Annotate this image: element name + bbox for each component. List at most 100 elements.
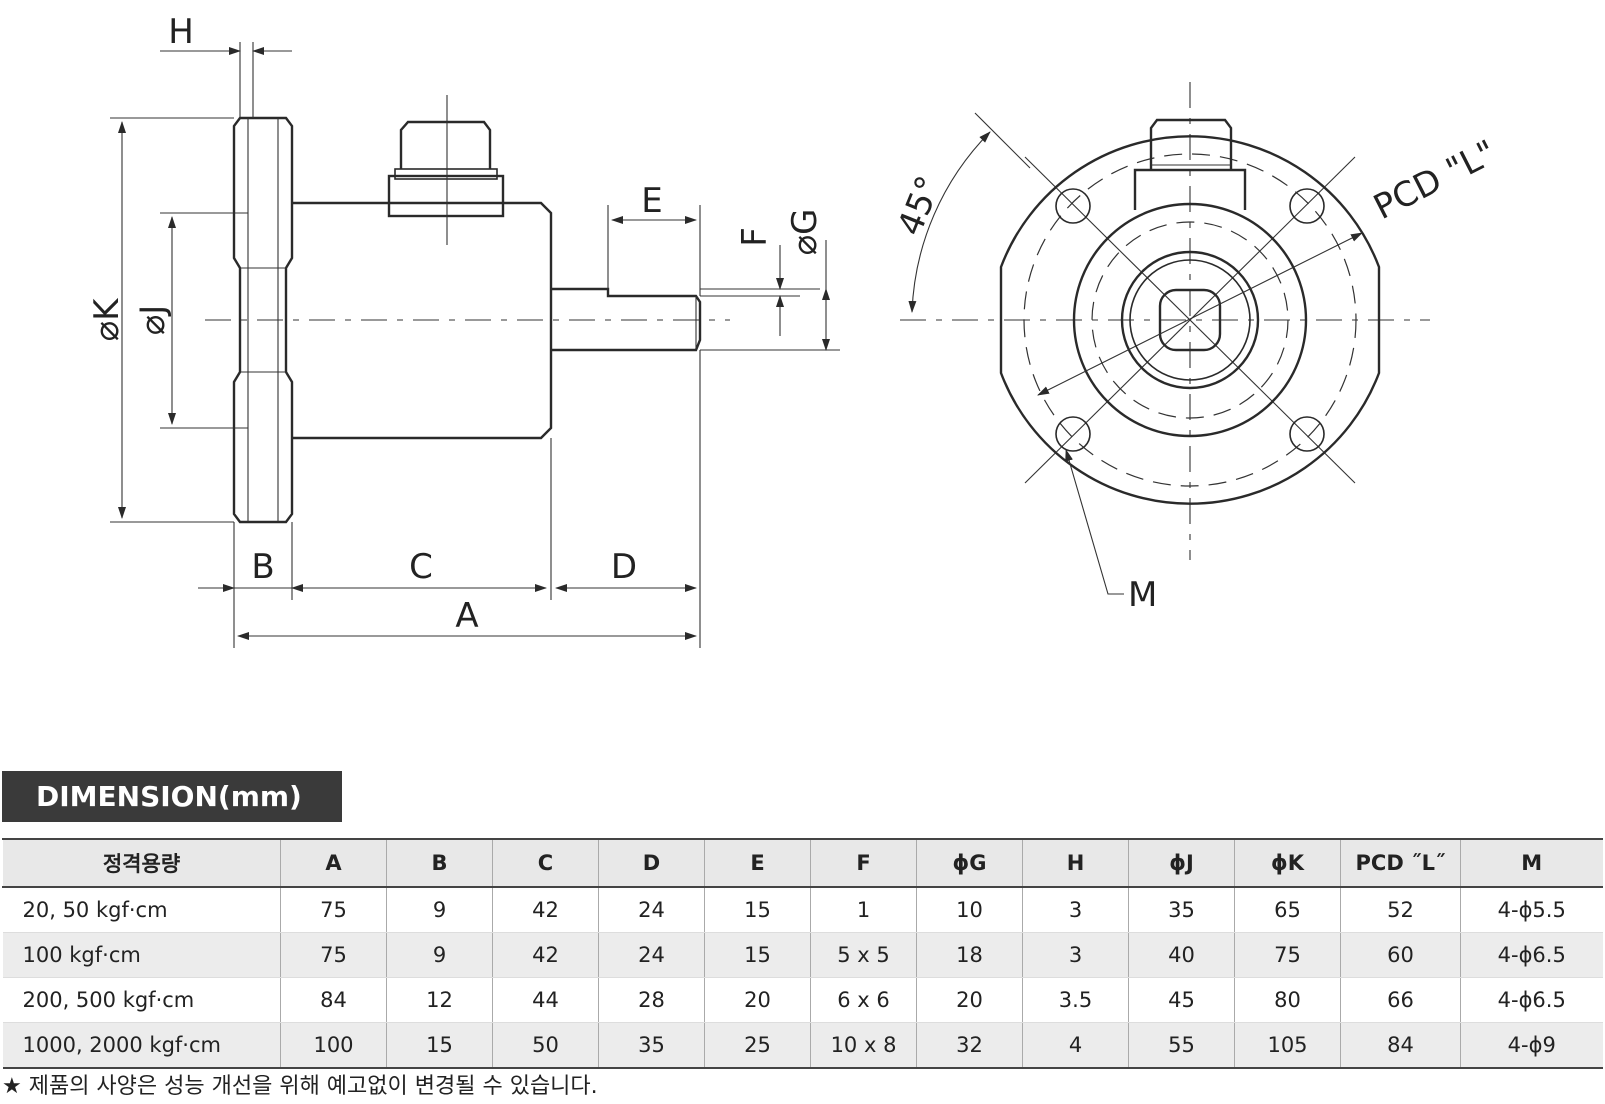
table-header-row: 정격용량 A B C D E F ϕG H ϕJ ϕK PCD ˝L˝ M (2, 838, 1603, 888)
label-h: H (168, 12, 194, 52)
table-cell: 4 (1022, 1022, 1129, 1069)
flange-face (999, 135, 1381, 505)
table-cell: 75 (280, 887, 387, 933)
flange-outline (232, 116, 294, 524)
table-cell: 24 (598, 932, 705, 978)
table-cell: 3 (1022, 887, 1129, 933)
dimension-title: DIMENSION(mm) (2, 771, 342, 822)
table-cell: 6 x 6 (810, 977, 917, 1023)
label-d: D (611, 547, 637, 587)
table-cell: 15 (704, 932, 811, 978)
table-cell: 55 (1128, 1022, 1235, 1069)
table-cell: 200, 500 kgf·cm (2, 977, 281, 1023)
table-cell: 32 (916, 1022, 1023, 1069)
table-cell: 75 (1234, 932, 1341, 978)
header-cell: H (1022, 838, 1129, 888)
table-cell: 28 (598, 977, 705, 1023)
mount-hole (1055, 188, 1091, 224)
connector-top (1133, 168, 1247, 210)
table-cell: 35 (598, 1022, 705, 1069)
table-cell: 9 (386, 932, 493, 978)
table-cell: 15 (386, 1022, 493, 1069)
connector-base (387, 174, 505, 218)
label-m: M (1128, 575, 1157, 615)
footnote: ★ 제품의 사양은 성능 개선을 위해 예고없이 변경될 수 있습니다. (2, 1074, 598, 1099)
table-row: 1000, 2000 kgf·cm 100 15 50 35 25 10 x 8… (2, 1022, 1603, 1069)
table-cell: 84 (1340, 1022, 1461, 1069)
header-cell: 정격용량 (2, 838, 281, 888)
table-cell: 84 (280, 977, 387, 1023)
label-pcd: PCD "L" (1367, 133, 1502, 228)
label-j: ⌀J (133, 305, 173, 336)
table-cell: 42 (492, 887, 599, 933)
header-cell: E (704, 838, 811, 888)
body-outline (292, 201, 553, 440)
table-cell: 12 (386, 977, 493, 1023)
header-cell: ϕK (1234, 838, 1341, 888)
table-cell: 42 (492, 932, 599, 978)
table-cell: 50 (492, 1022, 599, 1069)
table-cell: 66 (1340, 977, 1461, 1023)
table-cell: 10 x 8 (810, 1022, 917, 1069)
header-cell: ϕJ (1128, 838, 1235, 888)
table-cell: 10 (916, 887, 1023, 933)
table-cell: 25 (704, 1022, 811, 1069)
table-row: 200, 500 kgf·cm 84 12 44 28 20 6 x 6 20 … (2, 977, 1603, 1023)
table-cell: 4-ϕ6.5 (1460, 932, 1603, 978)
table-row: 100 kgf·cm 75 9 42 24 15 5 x 5 18 3 40 7… (2, 932, 1603, 978)
label-a: A (455, 596, 478, 636)
table-cell: 15 (704, 887, 811, 933)
table-cell: 40 (1128, 932, 1235, 978)
mount-hole (1289, 416, 1325, 452)
label-angle: 45° (890, 170, 950, 241)
label-f: F (735, 227, 775, 247)
table-cell: 3.5 (1022, 977, 1129, 1023)
table-cell: 18 (916, 932, 1023, 978)
label-c: C (409, 547, 433, 587)
table-cell: 24 (598, 887, 705, 933)
table-cell: 100 (280, 1022, 387, 1069)
table-cell: 105 (1234, 1022, 1341, 1069)
header-cell: C (492, 838, 599, 888)
label-k: ⌀K (87, 297, 127, 341)
header-cell: B (386, 838, 493, 888)
table-cell: 5 x 5 (810, 932, 917, 978)
header-cell: A (280, 838, 387, 888)
table-cell: 4-ϕ6.5 (1460, 977, 1603, 1023)
table-cell: 52 (1340, 887, 1461, 933)
label-b: B (251, 547, 274, 587)
header-cell: M (1460, 838, 1603, 888)
table-cell: 3 (1022, 932, 1129, 978)
table-cell: 75 (280, 932, 387, 978)
table-cell: 9 (386, 887, 493, 933)
table-row: 20, 50 kgf·cm 75 9 42 24 15 1 10 3 35 65… (2, 887, 1603, 933)
side-view: H ⌀K ⌀J E F ⌀G (87, 12, 840, 648)
table-cell: 100 kgf·cm (2, 932, 281, 978)
header-cell: F (810, 838, 917, 888)
front-view: 45° PCD "L" M (890, 82, 1503, 615)
table-cell: 60 (1340, 932, 1461, 978)
header-cell: PCD ˝L˝ (1340, 838, 1461, 888)
shaft-outline (551, 287, 702, 352)
table-cell: 35 (1128, 887, 1235, 933)
dimension-table: 정격용량 A B C D E F ϕG H ϕJ ϕK PCD ˝L˝ M 20… (2, 838, 1603, 1069)
table-cell: 1000, 2000 kgf·cm (2, 1022, 281, 1069)
technical-drawing: H ⌀K ⌀J E F ⌀G (87, 12, 1503, 648)
table-cell: 20 (704, 977, 811, 1023)
table-cell: 4-ϕ9 (1460, 1022, 1603, 1069)
label-e: E (641, 181, 662, 221)
table-cell: 20, 50 kgf·cm (2, 887, 281, 933)
table-cell: 4-ϕ5.5 (1460, 887, 1603, 933)
table-cell: 80 (1234, 977, 1341, 1023)
connector-head (399, 120, 492, 169)
table-cell: 45 (1128, 977, 1235, 1023)
label-g: ⌀G (785, 209, 825, 256)
table-cell: 1 (810, 887, 917, 933)
header-cell: D (598, 838, 705, 888)
header-cell: ϕG (916, 838, 1023, 888)
table-cell: 44 (492, 977, 599, 1023)
mount-hole (1055, 416, 1091, 452)
table-cell: 65 (1234, 887, 1341, 933)
mount-hole (1289, 188, 1325, 224)
table-cell: 20 (916, 977, 1023, 1023)
